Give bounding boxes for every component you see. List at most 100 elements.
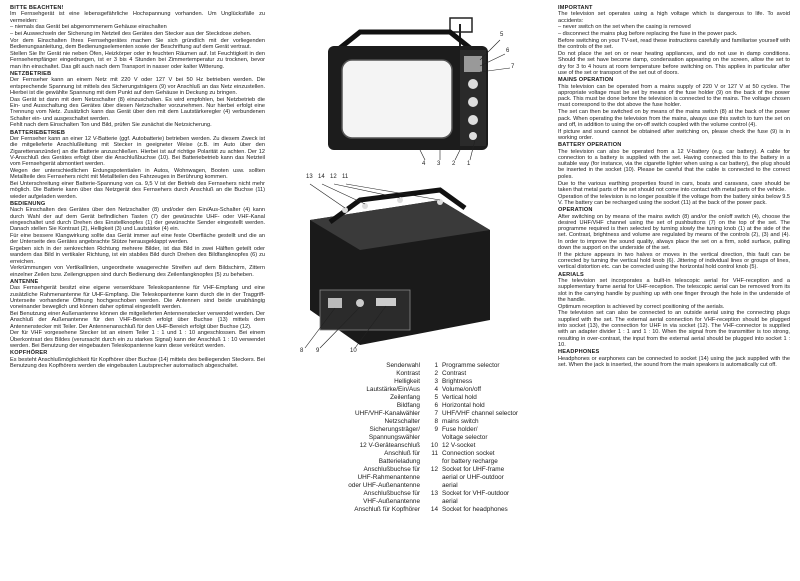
english-paragraph: If the picture appears in two halves or … xyxy=(558,251,790,271)
german-section-heading: BITTE BEACHTEN! xyxy=(10,5,64,11)
callout-11: 11 xyxy=(342,174,349,180)
legend-number: 10 xyxy=(430,442,438,449)
legend-number: 2 xyxy=(434,370,438,377)
legend-english-label: Socket for UHF-frame xyxy=(442,466,505,473)
legend-german-label: Netzschalter xyxy=(384,418,420,425)
english-paragraph: This television can be operated from a m… xyxy=(558,83,790,109)
legend-german-label: Kontrast xyxy=(396,370,420,377)
legend-number: 14 xyxy=(430,506,438,513)
legend-number: 4 xyxy=(434,386,438,393)
legend-german-label: Zeilenfang xyxy=(390,394,420,401)
german-section-heading: KOPFHÖRER xyxy=(10,350,48,357)
callout-5: 5 xyxy=(500,32,504,38)
english-section-heading: BATTERY OPERATION xyxy=(558,142,622,149)
callout-9: 9 xyxy=(316,348,320,354)
legend-german-label: oder UHF-Außenantenne xyxy=(348,482,420,489)
legend-german-label: Senderwahl xyxy=(386,362,420,369)
tv-front-illustration: 5 6 7 4 3 2 1 xyxy=(300,10,525,170)
english-paragraph: The television set can also be connected… xyxy=(558,310,790,348)
english-paragraph: – never switch on the set when the casin… xyxy=(558,24,691,31)
german-paragraph: – niemals das Gerät bei abgenommenem Geh… xyxy=(10,24,167,31)
legend-row: Anschluß für Kopfhörer 14 Socket for headp… xyxy=(300,506,555,514)
legend-row: 12 V-Geräteanschluß 10 12 V-socket xyxy=(300,442,555,450)
tv-rear-drawing xyxy=(304,183,490,349)
english-section-heading: MAINS OPERATION xyxy=(558,77,614,84)
callout-6: 6 xyxy=(506,48,510,54)
legend-german-label: Anschlußbuchse für xyxy=(363,490,420,497)
legend-german-label: Bildfang xyxy=(396,402,420,409)
legend-english-label: Connection socket xyxy=(442,450,495,457)
german-instructions-column: BITTE BEACHTEN!Im Fernsehgerät ist eine … xyxy=(10,4,265,370)
legend-german-label: UHF/VHF-Kanalwähler xyxy=(355,410,420,417)
callout-14: 14 xyxy=(318,174,325,180)
german-paragraph: Fehlt nach dem Einschalten Ton und Bild,… xyxy=(10,122,212,129)
german-paragraph: Ergeben sich in der senkrechten Richtung… xyxy=(10,245,265,265)
callout-12: 12 xyxy=(330,174,337,180)
callout-7: 7 xyxy=(511,64,515,70)
legend-english-label: Socket for VHF-outdoor xyxy=(442,490,510,497)
legend-english-label: Fuse holder/ xyxy=(442,426,478,433)
english-paragraph: After switching on by means of the mains… xyxy=(558,213,790,251)
legend-number: 5 xyxy=(434,394,438,401)
english-paragraph: Operation of the television is no longer… xyxy=(558,193,790,206)
legend-english-label: Socket for headphones xyxy=(442,506,508,513)
english-paragraph: The television can also be operated from… xyxy=(558,148,790,180)
english-section-heading: HEADPHONES xyxy=(558,349,600,356)
german-paragraph: Für eine bessere Klangwirkung sollte das… xyxy=(10,232,265,246)
english-paragraph: If picture and sound cannot be obtained … xyxy=(558,128,790,141)
german-section-heading: ANTENNE xyxy=(10,278,39,285)
callout-8: 8 xyxy=(300,348,304,354)
english-paragraph: Optimum reception is achieved by correct… xyxy=(558,303,725,310)
legend-row: VHF-Außenantenne aerial xyxy=(300,498,555,506)
german-paragraph: Wegen der unterschiedlichen Erdungspoten… xyxy=(10,167,265,181)
german-paragraph: Bei Unterschreitung einer Batterie-Spann… xyxy=(10,181,265,200)
german-paragraph: Vor dem Einschalten Ihres Fernsehgerätes… xyxy=(10,37,265,51)
legend-english-label: Contrast xyxy=(442,370,467,377)
german-paragraph: Nach Einschalten des Gerätes über den Ne… xyxy=(10,207,265,233)
legend-english-label: aerial xyxy=(442,498,458,505)
legend-number: 6 xyxy=(434,402,438,409)
legend-german-label: Anschluß für Kopfhörer xyxy=(354,506,420,513)
english-paragraph: The television set operates using a high… xyxy=(558,11,790,24)
callout-1: 1 xyxy=(467,161,471,167)
english-paragraph: The television set incorporates a built-… xyxy=(558,277,790,303)
german-paragraph: Bei Benutzung einer Außenantenne können … xyxy=(10,310,265,330)
german-paragraph: Der für VHF vorgesehene Stecker ist an e… xyxy=(10,330,265,349)
callout-4: 4 xyxy=(422,161,426,167)
tv-rear-illustration: 13 14 12 11 8 9 10 xyxy=(290,170,515,360)
german-section-heading: BATTERIEBETRIEB xyxy=(10,129,66,136)
english-paragraph: Do not place the set on or near heating … xyxy=(558,51,790,76)
legend-english-label: Vertical hold xyxy=(442,394,477,401)
legend-german-label: UHF-Rahmenantenne xyxy=(357,474,420,481)
legend-row: Kontrast 2 Contrast xyxy=(300,370,555,378)
legend-german-label: Spannungswähler xyxy=(368,434,420,441)
legend-english-label: Volume/on/off xyxy=(442,386,481,393)
english-paragraph: Before switching on your TV-set, read th… xyxy=(558,37,790,51)
legend-german-label: VHF-Außenantenne xyxy=(363,498,420,505)
german-section-heading: NETZBETRIEB xyxy=(10,70,52,77)
legend-german-label: Helligkeit xyxy=(394,378,420,385)
german-section-heading: BEDIENUNG xyxy=(10,200,46,207)
english-paragraph: The set can then be switched on by means… xyxy=(558,109,790,128)
legend-english-label: Brightness xyxy=(442,378,473,385)
legend-number: 9 xyxy=(434,426,438,433)
legend-number: 1 xyxy=(434,362,438,369)
legend-number: 7 xyxy=(434,410,438,417)
legend-number: 8 xyxy=(434,418,438,425)
legend-german-label: 12 V-Geräteanschluß xyxy=(359,442,420,449)
legend-english-label: 12 V-socket xyxy=(442,442,476,449)
callout-10: 10 xyxy=(350,348,357,354)
legend-row: Zeilenfang 5 Vertical hold xyxy=(300,394,555,402)
